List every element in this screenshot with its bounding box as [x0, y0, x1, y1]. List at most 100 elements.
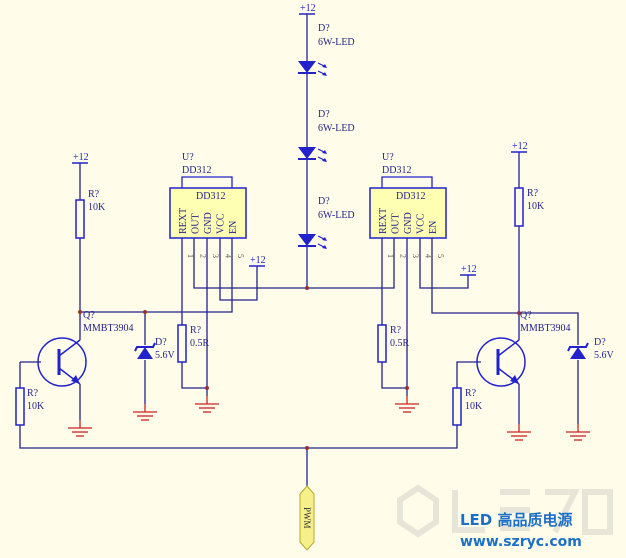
ground-icon [395, 396, 419, 413]
ic-bracket [181, 176, 233, 188]
led-value: 6W-LED [318, 123, 355, 134]
power-label: +12 [512, 141, 528, 152]
ic-pin-name: REXT [178, 208, 189, 234]
ic-bracket [381, 176, 433, 188]
ic-pin-number: 2 [199, 254, 208, 258]
light-arrow-head [322, 72, 327, 76]
ic-pin-number: 3 [411, 254, 420, 258]
resistor-value: 0.5R [390, 338, 410, 349]
resistor-value: 10K [465, 401, 483, 412]
ic-pin-number: 2 [399, 254, 408, 258]
wire [19, 425, 458, 449]
junction-dot [517, 311, 521, 315]
zener-value: 5.6V [155, 350, 176, 361]
watermark-title: LED 高品质电源 [460, 511, 572, 529]
transistor-part: MMBT3904 [83, 323, 134, 334]
resistor: R?0.5R [177, 324, 210, 363]
led-triangle [298, 61, 316, 73]
ic-body [169, 187, 247, 239]
ic-pin-name: OUT [391, 213, 402, 234]
ic-part: DD312 [382, 165, 411, 176]
resistor: R?10K [75, 189, 106, 239]
ic-body-label: DD312 [396, 191, 425, 202]
ic-pin-number: 5 [436, 254, 445, 258]
resistor-ref: R? [527, 188, 539, 199]
pwm-port-shape [299, 485, 315, 551]
resistor: R? 10K [452, 387, 483, 426]
zener-bar [134, 342, 156, 352]
zener-triangle [570, 347, 586, 359]
led-value: 6W-LED [318, 210, 355, 221]
ic-body [369, 187, 447, 239]
ic-pin-name: REXT [378, 208, 389, 234]
resistor-body [377, 324, 387, 363]
zener-bar [567, 342, 589, 352]
npn-transistor: Q? MMBT3904 [476, 310, 571, 387]
wire [219, 238, 258, 301]
transistor-body [37, 337, 87, 387]
resistor-body [177, 324, 187, 363]
resistor: R? 10K [514, 187, 545, 227]
ic-pin-number: 3 [211, 254, 220, 258]
zener-value: 5.6V [594, 350, 615, 361]
resistor-ref: R? [465, 388, 477, 399]
resistor: R? 0.5R [377, 324, 410, 363]
transistor-body [476, 337, 526, 387]
zener-diode: D? 5.6V [134, 337, 176, 361]
wire [456, 361, 481, 388]
junction-dot [305, 286, 309, 290]
transistor-ref: Q? [520, 310, 532, 321]
power-port-plus12: +12 [460, 264, 477, 276]
transistor-collector [58, 339, 81, 357]
transistor-ref: Q? [83, 310, 95, 321]
resistor-ref: R? [27, 388, 39, 399]
led-triangle [298, 234, 316, 246]
resistor-value: 10K [88, 202, 106, 213]
ground-icon [566, 424, 590, 441]
light-arrow-head [322, 150, 327, 154]
led-ref: D? [318, 109, 330, 120]
light-arrow-head [322, 237, 327, 241]
power-port-plus12: +12 [511, 141, 528, 153]
ic-pin-name: EN [228, 221, 239, 234]
junction-dot [305, 446, 309, 450]
power-label: +12 [300, 3, 316, 14]
ground-icon [507, 424, 531, 441]
resistor-body [452, 387, 462, 426]
wire [431, 238, 579, 345]
resistor: R?10K [15, 387, 45, 426]
led-diode: D? 6W-LED [298, 109, 355, 162]
light-arrow-head [322, 64, 327, 68]
power-port-plus12: +12 [72, 152, 89, 164]
resistor-body [15, 387, 25, 426]
resistor-ref: R? [190, 325, 202, 336]
resistor-value: 10K [527, 201, 545, 212]
emitter-arrow-icon [71, 375, 80, 384]
npn-transistor: Q? MMBT3904 [37, 310, 134, 387]
ic-ref: U? [182, 152, 194, 163]
transistor-collector [497, 339, 520, 357]
zener-ref: D? [155, 337, 167, 348]
ground-icon [68, 420, 92, 437]
resistor-body [75, 199, 85, 239]
watermark-logo [397, 484, 613, 538]
led-ref: D? [318, 23, 330, 34]
ic-pin-name: GND [203, 212, 214, 234]
zener-ref: D? [594, 337, 606, 348]
led-triangle [298, 147, 316, 159]
power-label: +12 [461, 264, 477, 275]
pwm-port-label: PWM [302, 507, 312, 529]
zener-triangle [137, 347, 153, 359]
watermark-url: www.szryc.com [460, 534, 582, 550]
resistor-body [514, 187, 524, 227]
resistor-ref: R? [390, 325, 402, 336]
wire [193, 238, 395, 289]
transistor-part: MMBT3904 [520, 323, 571, 334]
ic-pin-number: 4 [224, 254, 233, 258]
ic-pin-number: 1 [386, 254, 395, 258]
junction-dot [205, 386, 209, 390]
junction-dot [78, 310, 82, 314]
ic-body-label: DD312 [196, 191, 225, 202]
